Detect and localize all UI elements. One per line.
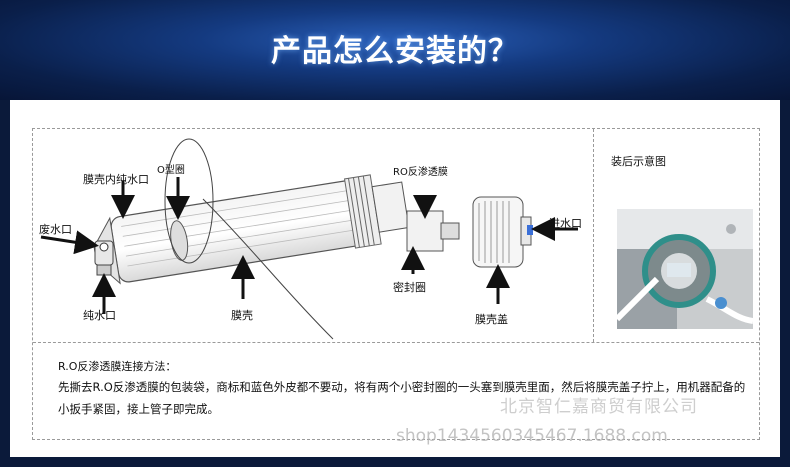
label-housing: 膜壳 <box>231 309 253 322</box>
installed-photo <box>617 209 753 329</box>
label-ro-membrane: RO反渗透膜 <box>393 167 448 178</box>
label-pure-water: 纯水口 <box>83 309 116 322</box>
instructions-title: R.O反渗透膜连接方法： <box>58 360 177 373</box>
label-seal-ring: 密封圈 <box>393 281 426 294</box>
label-inner-outlet: 膜壳内纯水口 <box>83 173 149 186</box>
installed-view-label: 装后示意图 <box>611 155 666 168</box>
watermark-shop: shop1434560345467.1688.com <box>396 426 668 446</box>
label-waste-water: 废水口 <box>39 223 72 236</box>
label-housing-cap: 膜壳盖 <box>475 313 508 326</box>
frame-hline <box>33 342 759 343</box>
instructions-body: 先撕去R.O反渗透膜的包装袋，商标和蓝色外皮都不要动，将有两个小密封圈的一头塞到… <box>58 380 746 416</box>
diagram-frame: O型圈 膜壳内纯水口 废水口 纯水口 膜壳 RO反渗透膜 密封圈 膜壳盖 进水口… <box>32 128 760 440</box>
watermark-company: 北京智仁嘉商贸有限公司 <box>500 397 698 417</box>
page-title: 产品怎么安装的？ <box>271 34 519 69</box>
content-panel: O型圈 膜壳内纯水口 废水口 纯水口 膜壳 RO反渗透膜 密封圈 膜壳盖 进水口… <box>10 100 780 457</box>
frame-divider <box>593 129 594 342</box>
header-banner: 产品怎么安装的？ <box>0 0 790 100</box>
housing-cap-drawing <box>472 196 533 268</box>
membrane-diagram <box>40 138 578 340</box>
label-o-ring: O型圈 <box>157 165 185 176</box>
membrane-housing <box>93 174 410 285</box>
label-inlet: 进水口 <box>549 217 582 230</box>
